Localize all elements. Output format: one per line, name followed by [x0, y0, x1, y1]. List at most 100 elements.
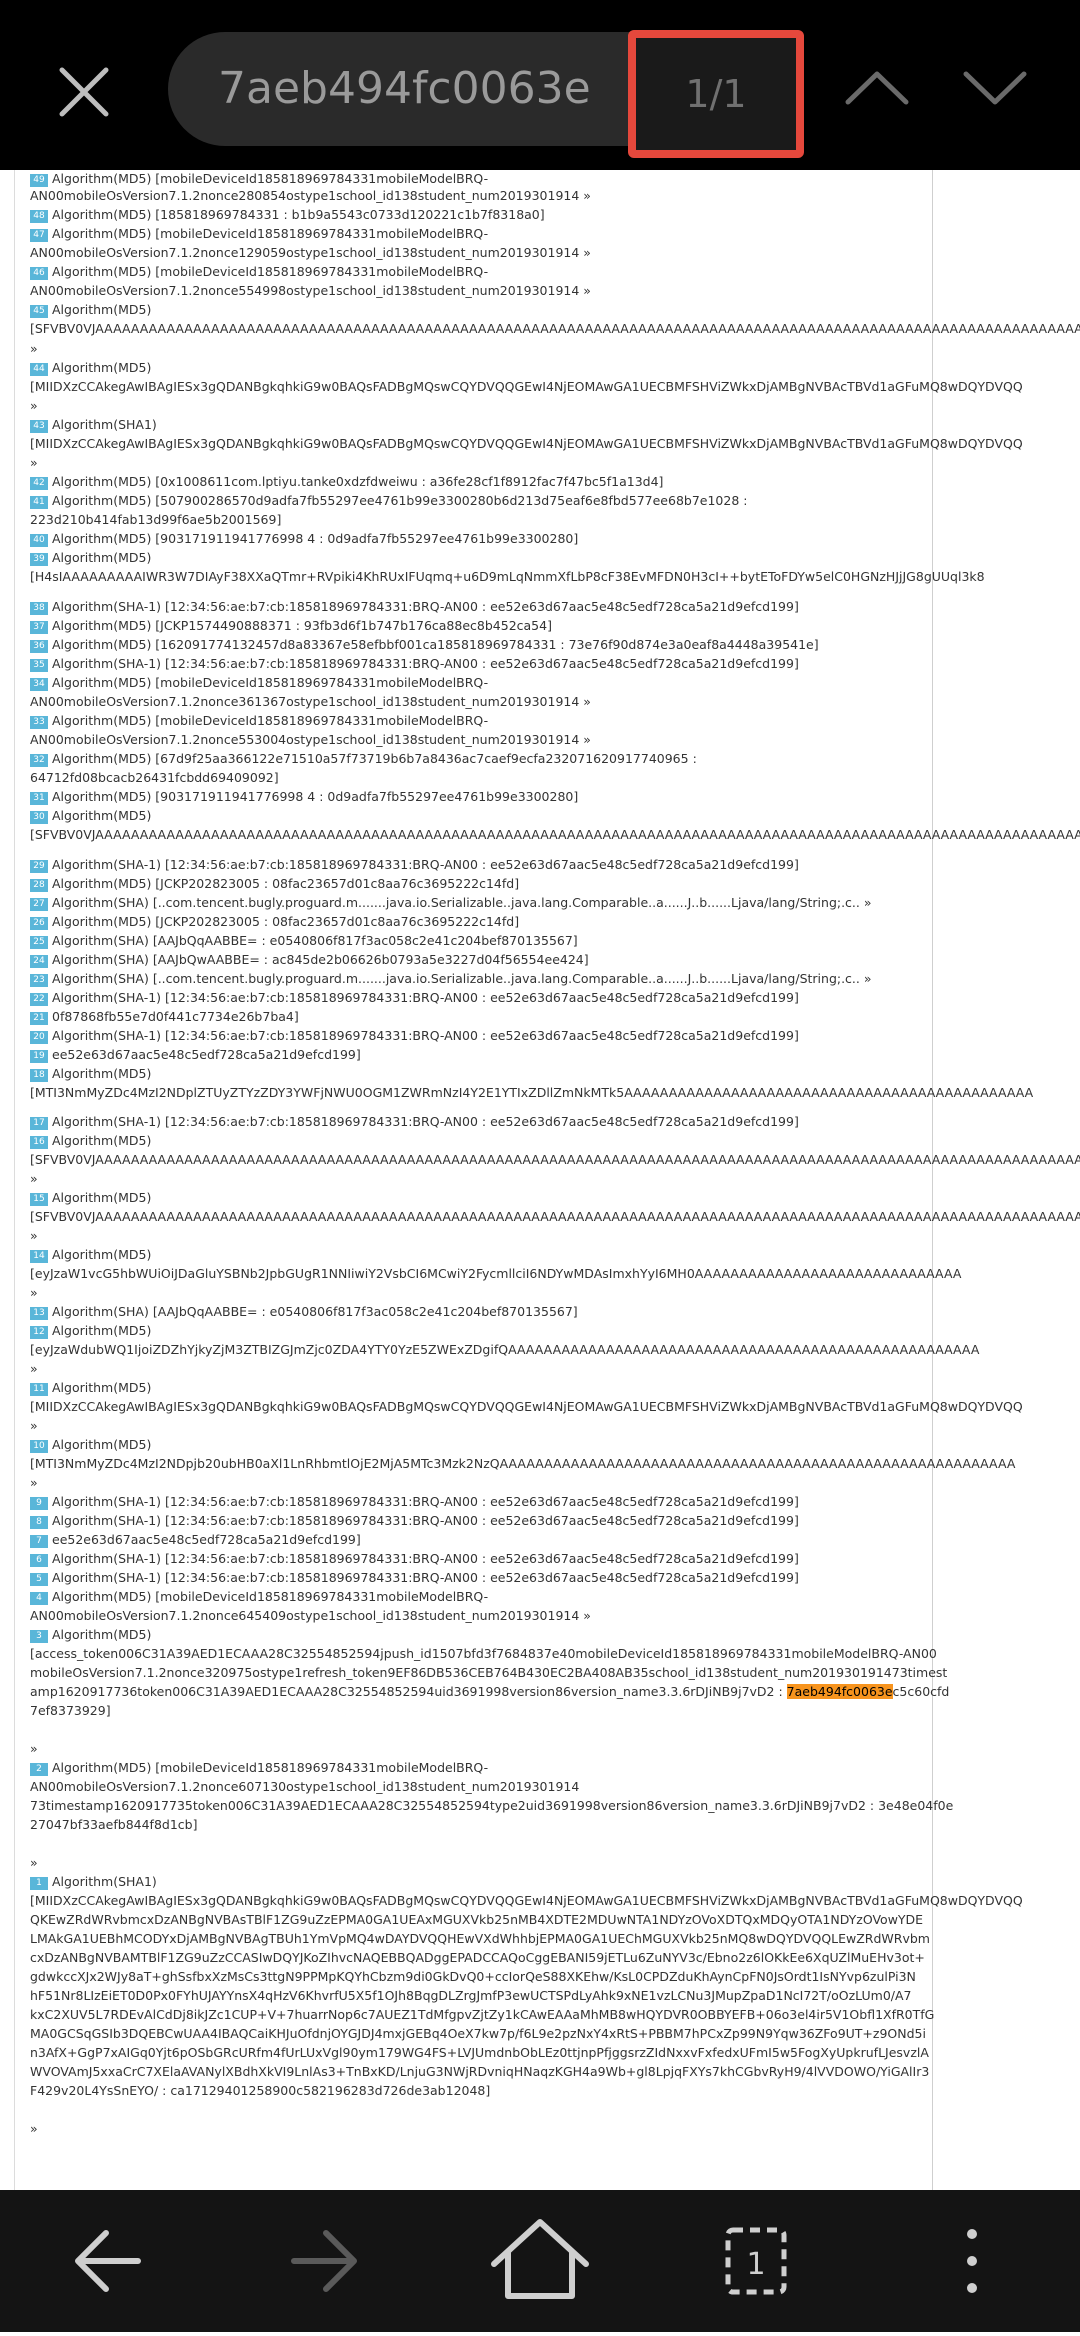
- log-line-text: Algorithm(SHA-1) [12:34:56:ae:b7:cb:1858…: [52, 1551, 799, 1566]
- log-line: [H4sIAAAAAAAAAIWR3W7DIAyF38XXaQTmr+RVpik…: [30, 568, 985, 586]
- log-line-text: »: [30, 1285, 38, 1300]
- entry-number-badge: 13: [30, 1307, 48, 1320]
- tabs-button[interactable]: 1: [696, 2190, 816, 2332]
- log-line-text: 27047bf33aefb844f8d1cb]: [30, 1817, 198, 1832]
- log-line: 48 Algorithm(MD5) [185818969784331 : b1b9…: [30, 206, 545, 224]
- log-line: 7ef8373929]: [30, 1702, 111, 1720]
- log-line-text: ee52e63d67aac5e48c5edf728ca5a21d9efcd199…: [52, 1047, 361, 1062]
- log-line-text: Algorithm(MD5) [mobileDeviceId1858189697…: [52, 675, 489, 690]
- log-line-text: [MIIDXzCCAkegAwIBAgIESx3gQDANBgkqhkiG9w0…: [30, 379, 1023, 394]
- log-line-text: [MIIDXzCCAkegAwIBAgIESx3gQDANBgkqhkiG9w0…: [30, 1893, 1023, 1908]
- log-line: MA0GCSqGSIb3DQEBCwUAA4IBAQCaiKHJuOfdnjOY…: [30, 2025, 926, 2043]
- log-line-text: F429v20L4YsSnEYO/ : ca17129401258900c582…: [30, 2083, 491, 2098]
- log-line: 3 Algorithm(MD5): [30, 1626, 151, 1644]
- log-line: 35 Algorithm(SHA-1) [12:34:56:ae:b7:cb:18…: [30, 655, 799, 673]
- entry-number-badge: 38: [30, 602, 48, 615]
- entry-number-badge: 43: [30, 420, 48, 433]
- log-line-text: Algorithm(MD5) [903171911941776998 4 : 0…: [52, 531, 579, 546]
- entry-number-badge: 25: [30, 936, 48, 949]
- next-match-button[interactable]: [960, 62, 1030, 114]
- log-line: [eyJzaW1vcG5hbWUiOiJDaGluYSBNb2JpbGUgR1N…: [30, 1265, 961, 1283]
- log-line: »: [30, 1284, 38, 1302]
- log-line-text: Algorithm(MD5): [52, 1380, 152, 1395]
- log-line-text: Algorithm(MD5): [52, 550, 152, 565]
- log-line: [MTI3NmMyZDc4MzI2NDplZTUyZTYzZDY3YWFjNWU…: [30, 1084, 1033, 1102]
- log-line-text: Algorithm(SHA-1) [12:34:56:ae:b7:cb:1858…: [52, 656, 799, 671]
- log-line: 38 Algorithm(SHA-1) [12:34:56:ae:b7:cb:18…: [30, 598, 799, 616]
- log-line-text: Algorithm(MD5) [67d9f25aa366122e71510a57…: [52, 751, 697, 766]
- log-line: F429v20L4YsSnEYO/ : ca17129401258900c582…: [30, 2082, 490, 2100]
- entry-number-badge: 11: [30, 1383, 48, 1396]
- back-button[interactable]: [48, 2190, 168, 2332]
- entry-number-badge: 8: [30, 1516, 48, 1529]
- log-line-text: WVOVAmJ5xxaCrC7XElaAVANylXBdhXkVI9LnlAs3…: [30, 2064, 930, 2079]
- log-line-text: [SFVBV0VJAAAAAAAAAAAAAAAAAAAAAAAAAAAAAAA…: [30, 1152, 1080, 1167]
- entry-number-badge: 10: [30, 1440, 48, 1453]
- log-line-text: AN00mobileOsVersion7.1.2nonce361367ostyp…: [30, 694, 591, 709]
- log-line-text: »: [30, 1741, 38, 1756]
- close-icon[interactable]: [52, 60, 116, 124]
- log-line: 44 Algorithm(MD5): [30, 359, 151, 377]
- log-line: »: [30, 1417, 38, 1435]
- entry-number-badge: 4: [30, 1592, 48, 1605]
- highlighted-line: amp1620917736token006C31A39AED1ECAAA28C3…: [30, 1683, 949, 1701]
- log-line-text: [eyJzaW1vcG5hbWUiOiJDaGluYSBNb2JpbGUgR1N…: [30, 1266, 962, 1281]
- entry-number-badge: 44: [30, 363, 48, 376]
- log-line-text: Algorithm(SHA-1) [12:34:56:ae:b7:cb:1858…: [52, 1114, 799, 1129]
- entry-number-badge: 7: [30, 1535, 48, 1548]
- log-line-text: Algorithm(MD5) [185818969784331 : b1b9a5…: [52, 207, 545, 222]
- log-line-text: Algorithm(SHA-1) [12:34:56:ae:b7:cb:1858…: [52, 1570, 799, 1585]
- entry-number-badge: 36: [30, 640, 48, 653]
- entry-number-badge: 20: [30, 1031, 48, 1044]
- log-line-text: »: [30, 2121, 38, 2136]
- highlight-line-before: amp1620917736token006C31A39AED1ECAAA28C3…: [30, 1684, 787, 1699]
- home-button[interactable]: [480, 2190, 600, 2332]
- log-line-text: [H4sIAAAAAAAAAIWR3W7DIAyF38XXaQTmr+RVpik…: [30, 569, 985, 584]
- log-line-text: Algorithm(MD5) [mobileDeviceId1858189697…: [52, 1589, 489, 1604]
- log-line-text: Algorithm(MD5) [mobileDeviceId1858189697…: [52, 226, 489, 241]
- log-line: 4 Algorithm(MD5) [mobileDeviceId185818969…: [30, 1588, 488, 1606]
- log-line: AN00mobileOsVersion7.1.2nonce645409ostyp…: [30, 1607, 591, 1625]
- entry-number-badge: 21: [30, 1012, 48, 1025]
- entry-number-badge: 3: [30, 1630, 48, 1643]
- log-line-text: Algorithm(MD5): [52, 1066, 152, 1081]
- log-line-text: Algorithm(SHA) [..com.tencent.bugly.prog…: [52, 895, 872, 910]
- entry-number-badge: 26: [30, 917, 48, 930]
- log-line-text: Algorithm(SHA-1) [12:34:56:ae:b7:cb:1858…: [52, 857, 799, 872]
- log-line-text: [access_token006C31A39AED1ECAAA28C325548…: [30, 1646, 937, 1661]
- entry-number-badge: 35: [30, 659, 48, 672]
- log-line-text: 73timestamp1620917735token006C31A39AED1E…: [30, 1798, 954, 1813]
- log-line: hF51Nr8LIzEiET0D0Px0FYhUJAYYnsX4qHzV6Khv…: [30, 1987, 912, 2005]
- log-line-text: Algorithm(MD5): [52, 360, 152, 375]
- log-line-text: Algorithm(MD5): [52, 1627, 152, 1642]
- entry-number-badge: 2: [30, 1763, 48, 1776]
- forward-button[interactable]: [264, 2190, 384, 2332]
- log-line-text: cxDzANBgNVBAMTBlF1ZG9uZzCCASIwDQYJKoZIhv…: [30, 1950, 925, 1965]
- page-left-border: [14, 170, 15, 2190]
- previous-match-button[interactable]: [842, 62, 912, 114]
- log-line: »: [30, 1170, 38, 1188]
- entry-number-badge: 19: [30, 1050, 48, 1063]
- log-line-text: AN00mobileOsVersion7.1.2nonce280854ostyp…: [30, 188, 591, 203]
- find-query-text[interactable]: 7aeb494fc0063e: [218, 63, 591, 114]
- more-menu-button[interactable]: [912, 2190, 1032, 2332]
- log-line-text: Algorithm(SHA-1) [12:34:56:ae:b7:cb:1858…: [52, 599, 799, 614]
- log-line-text: »: [30, 398, 38, 413]
- entry-number-badge: 12: [30, 1326, 48, 1339]
- entry-number-badge: 28: [30, 879, 48, 892]
- entry-number-badge: 48: [30, 210, 48, 223]
- search-match-highlight[interactable]: 7aeb494fc0063e: [786, 1684, 893, 1699]
